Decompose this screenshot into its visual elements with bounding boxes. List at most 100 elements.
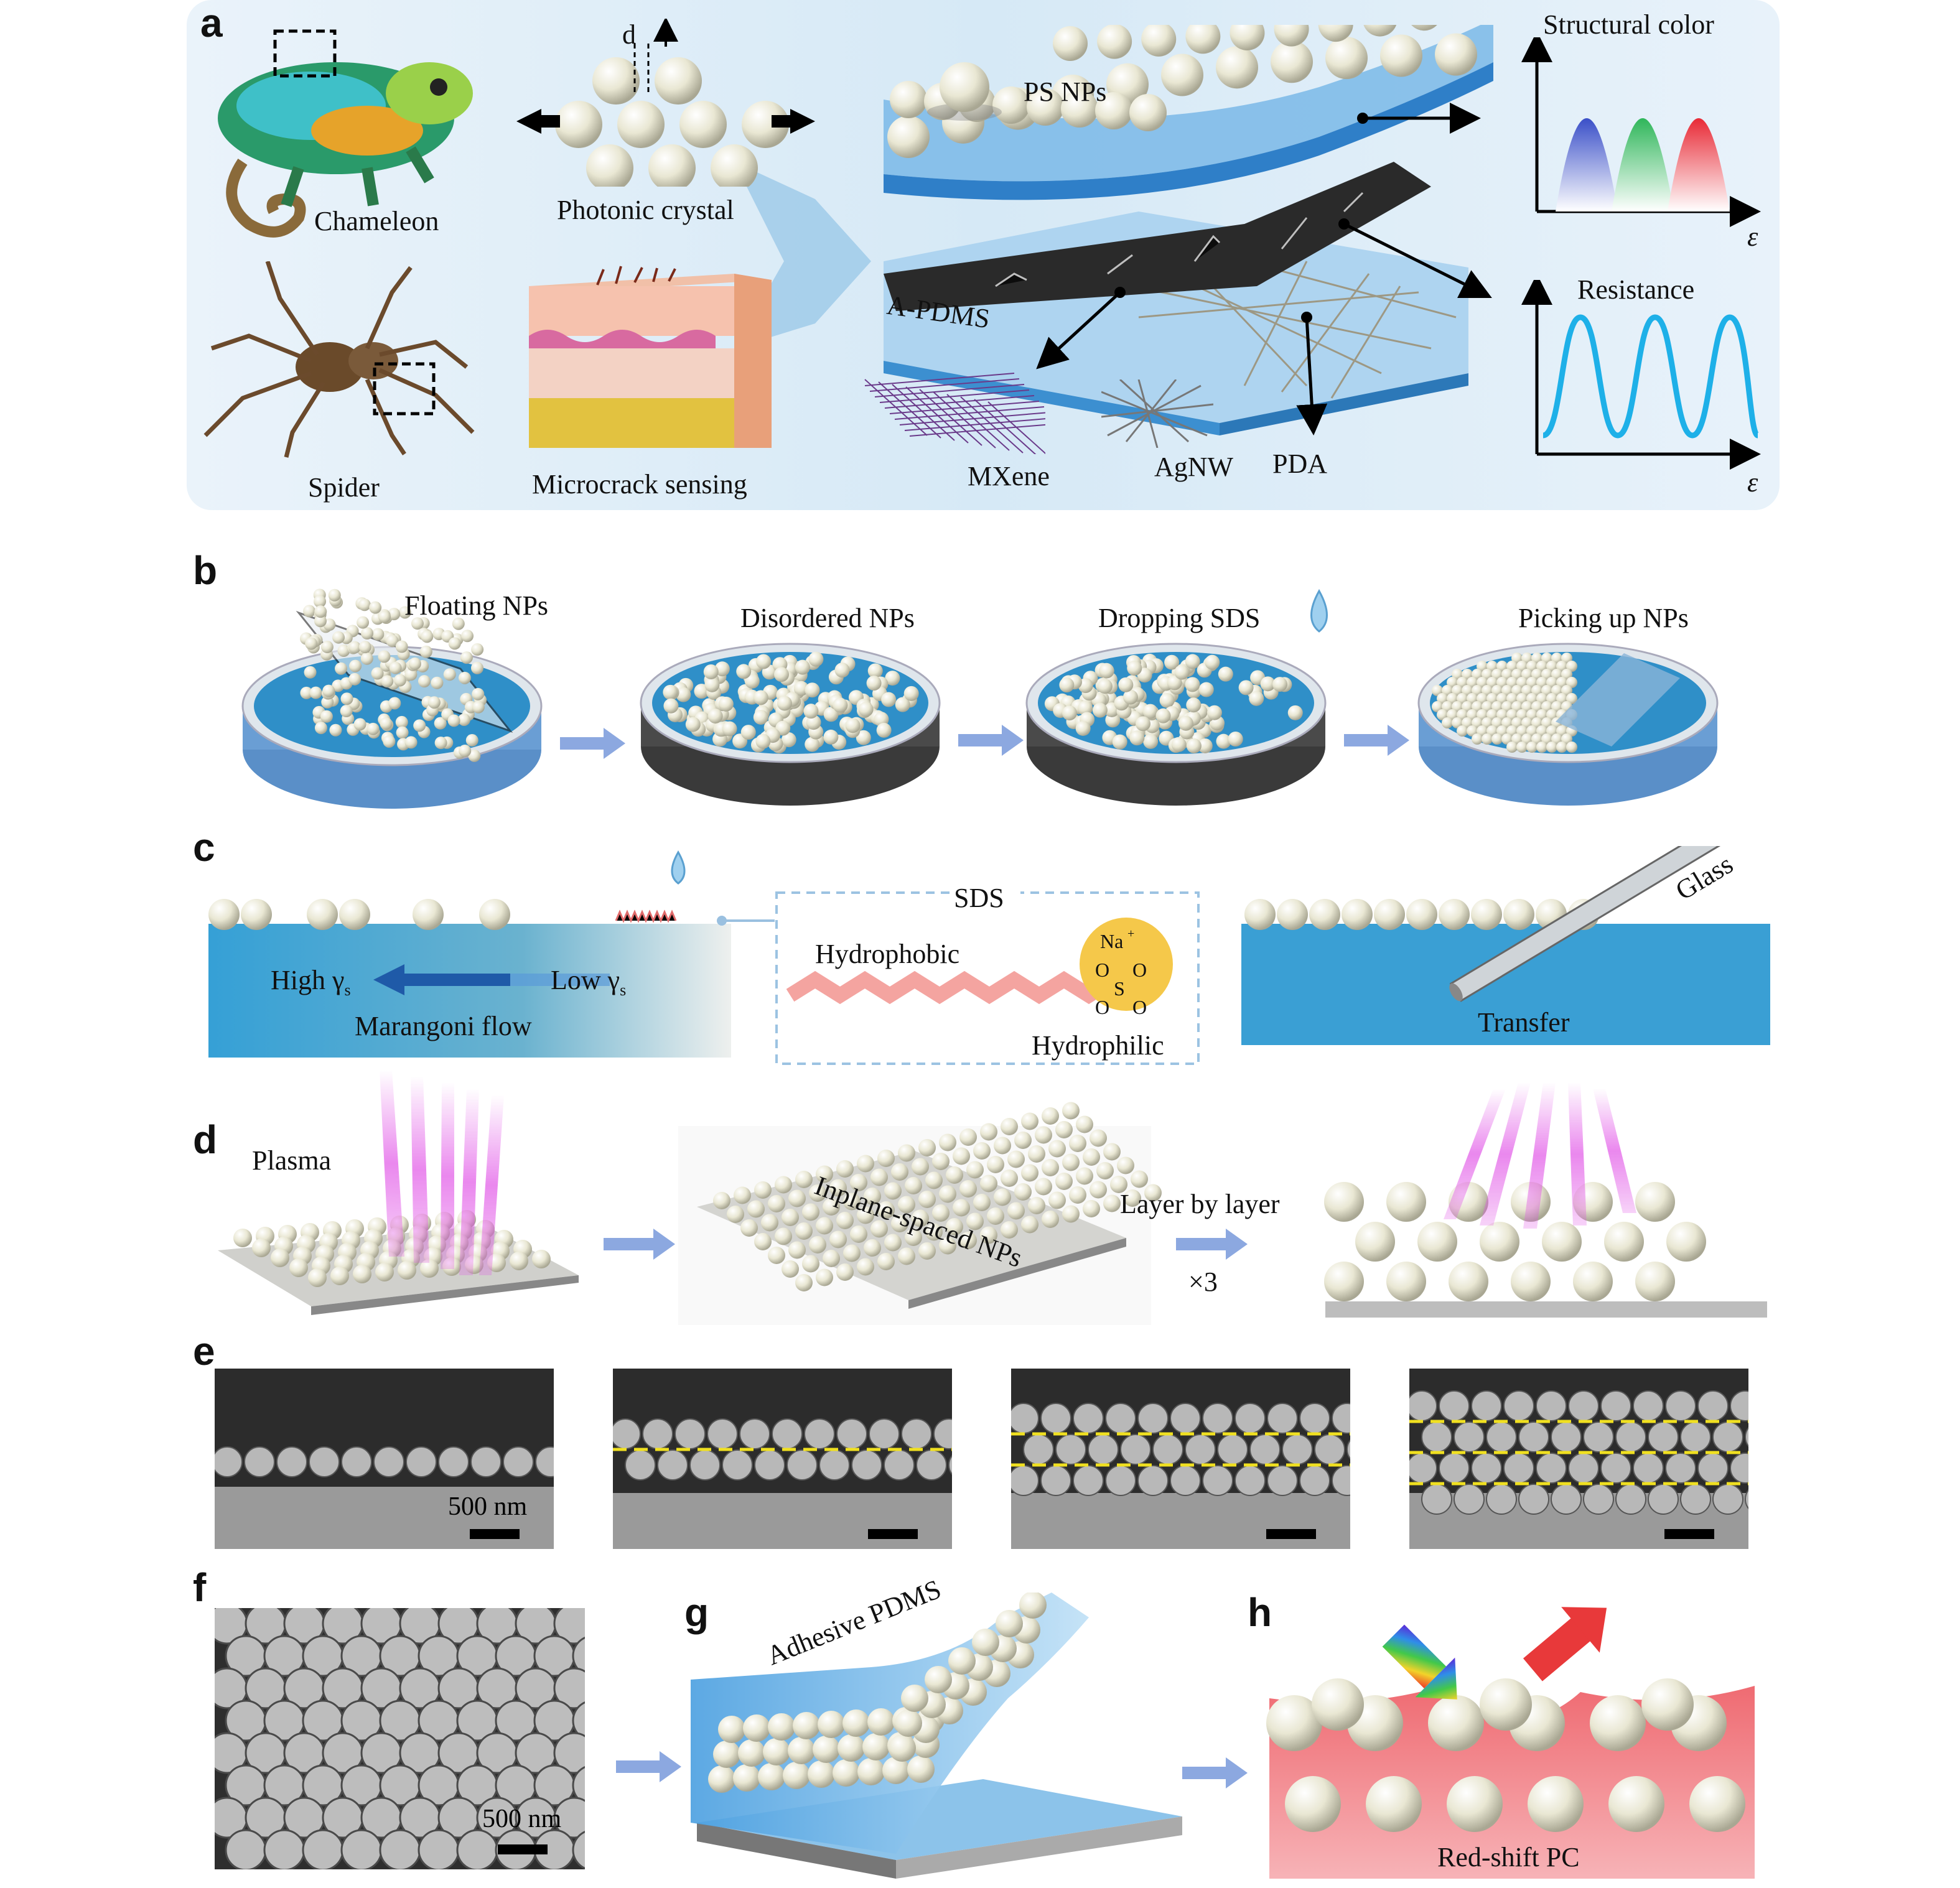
nanoparticle (925, 1171, 943, 1189)
nanoparticle (465, 734, 478, 747)
nanoparticle (1447, 693, 1458, 704)
sem-particle (1217, 1434, 1248, 1465)
spider-label: Spider (308, 472, 380, 503)
nanoparticle (816, 1268, 833, 1286)
nanoparticle (1309, 899, 1340, 930)
sem-particle (613, 1418, 641, 1449)
nanoparticle (335, 662, 348, 675)
nanoparticle (1511, 653, 1523, 664)
nanoparticle (1491, 717, 1503, 728)
nanoparticle (834, 663, 850, 678)
nanoparticle (753, 709, 768, 725)
nanoparticle (1541, 717, 1552, 728)
nanoparticle (1551, 685, 1562, 696)
photonic-crystal-label: Photonic crystal (557, 195, 734, 225)
nanoparticle (398, 606, 411, 619)
nanoparticle (788, 1189, 806, 1207)
nanoparticle (1551, 733, 1562, 745)
sem-particle (1299, 1465, 1330, 1496)
sem-particle (1040, 1465, 1071, 1496)
low-gamma-label: Low γs (551, 965, 627, 999)
sds-drop-icon (1310, 588, 1328, 633)
sem-particle (786, 1449, 818, 1481)
nanoparticle (1442, 717, 1453, 728)
nanoparticle (1462, 701, 1473, 712)
scale-bar (498, 1844, 548, 1854)
nanoparticle (1053, 26, 1088, 61)
nanoparticle (1521, 717, 1533, 728)
nanoparticle (1238, 680, 1254, 695)
nanoparticle (768, 1195, 785, 1212)
nanoparticle (421, 630, 434, 643)
nanoparticle (808, 651, 824, 667)
nanoparticle (1061, 90, 1098, 128)
sem-particle (1615, 1484, 1646, 1515)
panel-d-label: d (193, 1117, 218, 1162)
nanoparticle (309, 686, 322, 699)
sem-particle (1023, 1434, 1054, 1465)
transfer-label: Transfer (1478, 1007, 1570, 1038)
nanoparticle (383, 735, 396, 748)
nanoparticle (314, 605, 327, 618)
nanoparticle (427, 696, 441, 709)
nanoparticle (404, 668, 418, 681)
sem-particle (722, 1449, 753, 1481)
sem-particle (1105, 1403, 1136, 1434)
nanoparticle (1027, 88, 1064, 126)
hydrophilic-label: Hydrophilic (1032, 1030, 1164, 1061)
sem-particle (1551, 1421, 1582, 1453)
nanoparticle (1666, 1222, 1706, 1262)
panel-c-label: c (193, 825, 215, 870)
nanoparticle (420, 1259, 439, 1278)
nanoparticle (1511, 669, 1523, 680)
nanoparticle (876, 722, 892, 738)
nanoparticle (1216, 46, 1258, 89)
nanoparticle (718, 696, 734, 712)
nanoparticle (395, 715, 408, 728)
nanoparticle (1062, 1153, 1080, 1171)
nanoparticle (357, 616, 370, 629)
nanoparticle (448, 637, 461, 650)
sem-particle (263, 1829, 306, 1869)
nanoparticle (884, 1182, 902, 1200)
nanoparticle (555, 101, 602, 148)
sem-image-f (215, 1608, 585, 1869)
nanoparticle (1174, 664, 1190, 680)
sem-particle (1421, 1484, 1452, 1515)
sem-particle (1409, 1453, 1437, 1484)
nanoparticle (987, 1207, 1004, 1225)
nanoparticle (1546, 742, 1557, 753)
nanoparticle (1447, 709, 1458, 720)
nanoparticle (898, 1144, 915, 1162)
nanoparticle (233, 1229, 252, 1247)
nanoparticle (884, 1234, 902, 1252)
sem-particle (1536, 1453, 1567, 1484)
sem-particle (707, 1418, 738, 1449)
hydrophobic-label: Hydrophobic (815, 939, 960, 969)
nanoparticle (1486, 709, 1498, 720)
nanoparticle (1604, 1222, 1644, 1262)
nanoparticle (877, 1253, 895, 1270)
nanoparticle (447, 714, 460, 727)
nanoparticle (380, 717, 393, 730)
nanoparticle (707, 709, 723, 724)
nanoparticle (959, 1128, 977, 1146)
nanoparticle (314, 595, 327, 608)
nanoparticle (1021, 1216, 1038, 1234)
nanoparticle (1462, 685, 1473, 696)
nanoparticle (1452, 701, 1463, 712)
nanoparticle (1457, 693, 1468, 704)
nanoparticle (891, 1163, 908, 1181)
nanoparticle (330, 1267, 349, 1285)
nanoparticle (813, 1736, 840, 1763)
nanoparticle (1380, 34, 1422, 77)
nanoparticle (1318, 25, 1353, 42)
sem-particle (1503, 1453, 1534, 1484)
nanoparticle (1477, 693, 1488, 704)
nanoparticle (340, 705, 353, 718)
nanoparticle (864, 1239, 881, 1257)
nanoparticle (1325, 37, 1368, 80)
nanoparticle (358, 641, 371, 654)
nanoparticle (885, 671, 900, 686)
layer-by-layer-label: Layer by layer (1120, 1189, 1280, 1219)
